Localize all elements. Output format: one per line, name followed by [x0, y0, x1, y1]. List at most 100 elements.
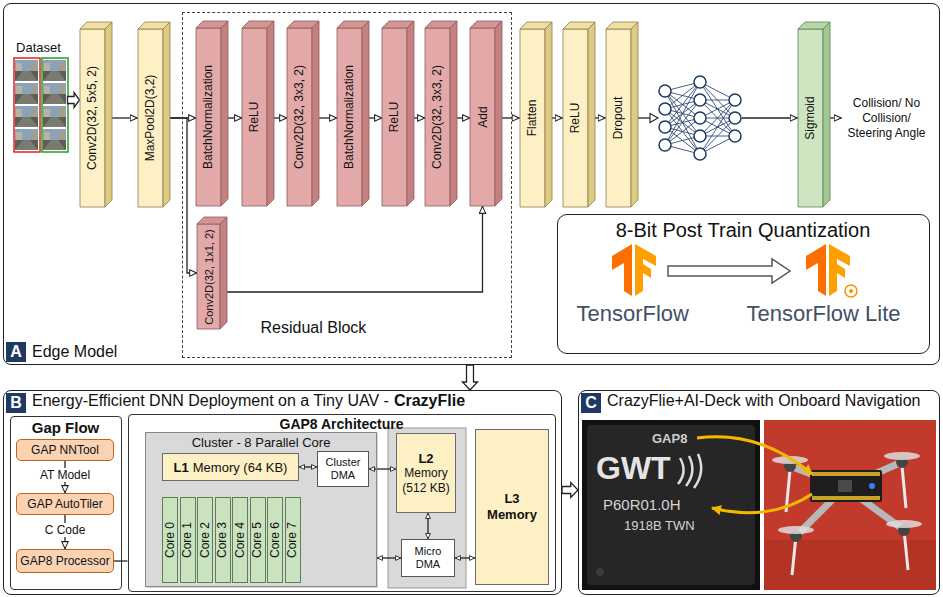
connector — [463, 365, 478, 390]
core-box: Core 3 — [215, 497, 231, 583]
node-text: Cluster DMA — [318, 456, 368, 481]
layer-face — [520, 29, 545, 207]
drone-photo — [869, 483, 875, 489]
node-text: L3 Memory — [487, 491, 537, 524]
chip-marking: 1918B TWN — [624, 518, 695, 533]
text-holder: TensorFlow — [577, 301, 689, 327]
layer-face — [563, 29, 588, 207]
drone-photo — [778, 526, 814, 534]
edge-label: AT Model — [37, 468, 93, 482]
layer-front: ReLU — [563, 29, 588, 207]
node-text: Core 3 — [216, 522, 230, 558]
layer-front: BatchNormalization — [196, 28, 221, 206]
layer-label: BatchNormalization — [202, 65, 216, 169]
neural-network-icon — [659, 139, 671, 151]
connector-line — [742, 117, 798, 118]
dataset-images — [43, 83, 66, 104]
connector-line — [274, 117, 287, 118]
connector — [830, 118, 842, 119]
node-text: Core 4 — [233, 522, 247, 558]
layer-face — [425, 28, 450, 206]
panel-title: Edge Model — [32, 343, 117, 361]
layer-label: Flatten — [525, 99, 539, 136]
callout-arrow — [697, 437, 812, 474]
neural-network-icon — [659, 103, 671, 115]
connector — [455, 558, 475, 559]
dma-box: Cluster DMA — [317, 451, 369, 487]
dataset-images — [15, 129, 38, 150]
node-text: TensorFlow Lite — [747, 301, 901, 327]
text-holder: CrazyFlie+AI-Deck with Onboard Navigatio… — [607, 392, 920, 410]
label-holder: GWT — [596, 450, 671, 487]
connector — [369, 469, 396, 470]
node-text: TensorFlow — [577, 301, 689, 327]
tensorflow-lite-logo — [849, 289, 853, 293]
l2-region — [388, 428, 466, 588]
layer-face — [588, 22, 595, 207]
dataset-images — [15, 60, 38, 81]
node-text: Core 5 — [251, 522, 265, 558]
connector-line — [595, 117, 606, 118]
layer-face — [105, 22, 112, 207]
chip-photo — [596, 568, 604, 576]
connector-line — [455, 557, 475, 558]
text-holder: Edge Model — [32, 343, 117, 361]
layer-face — [495, 21, 502, 206]
layer-front: BatchNormalization — [337, 28, 362, 206]
layer-face — [197, 224, 220, 329]
neural-network-icon — [694, 130, 706, 142]
chip-photo — [582, 420, 760, 590]
neural-network-icon — [650, 114, 658, 123]
connector — [638, 118, 798, 119]
layer-label: ReLU — [568, 102, 582, 133]
chip-photo — [582, 420, 760, 590]
drone-photo — [812, 496, 880, 500]
tensorflow-logo — [612, 244, 632, 296]
architecture-box: GAP8 ArchitectureCluster - 8 Parallel Co… — [128, 414, 556, 592]
add-layer: Add — [470, 21, 502, 206]
panel-badge: A — [6, 342, 26, 362]
tensorflow-logo — [612, 244, 656, 296]
layer-face — [823, 22, 830, 207]
layer-label: Dropout — [611, 96, 625, 139]
node-text: Core 6 — [268, 522, 282, 558]
connector-line — [427, 513, 428, 539]
connector-line — [414, 117, 425, 118]
connector — [369, 118, 382, 119]
node-text: Core 0 — [163, 522, 177, 558]
connector-line — [228, 117, 242, 118]
neural-network-icon — [729, 112, 741, 124]
panel-title: Energy-Efficient DNN Deployment on a Tin… — [32, 392, 389, 410]
tool-box: GAP8 Processor — [16, 549, 114, 573]
cluster-background — [146, 433, 378, 588]
layer-face — [362, 21, 369, 206]
layer-face — [267, 21, 274, 206]
label-holder: GAP8 — [652, 431, 687, 446]
callout-arrow — [697, 437, 812, 513]
layer-face — [242, 28, 267, 206]
quantization-box: 8-Bit Post Train QuantizationTensorFlowT… — [557, 214, 930, 354]
connector — [274, 118, 287, 119]
text-holder: Residual Block — [261, 319, 367, 337]
chip-marking: GWT — [596, 450, 671, 487]
connector — [228, 118, 242, 119]
neural-network-icon — [650, 76, 741, 160]
l2-region — [388, 428, 466, 588]
layer-face — [221, 21, 228, 206]
dma-box: Micro DMA — [401, 539, 455, 577]
connector — [562, 483, 578, 498]
layer-face — [382, 28, 407, 206]
text-holder: B — [6, 393, 26, 413]
connector-line — [319, 117, 337, 118]
layer-front: ReLU — [242, 28, 267, 206]
node-text: GAP NNTool — [31, 443, 99, 457]
drone-photo — [886, 520, 922, 528]
memory-box: L1Memory (64 KB) — [162, 453, 299, 481]
node-text: Memory (64 KB) — [193, 460, 288, 475]
drone-photo — [884, 452, 920, 460]
tensorflow-lite-logo — [845, 285, 857, 297]
connector-line — [552, 117, 563, 118]
text-holder: Energy-Efficient DNN Deployment on a Tin… — [32, 392, 389, 410]
layer-face — [312, 21, 319, 206]
conv-layer: Conv2D(32, 1x1, 2) — [197, 217, 227, 329]
